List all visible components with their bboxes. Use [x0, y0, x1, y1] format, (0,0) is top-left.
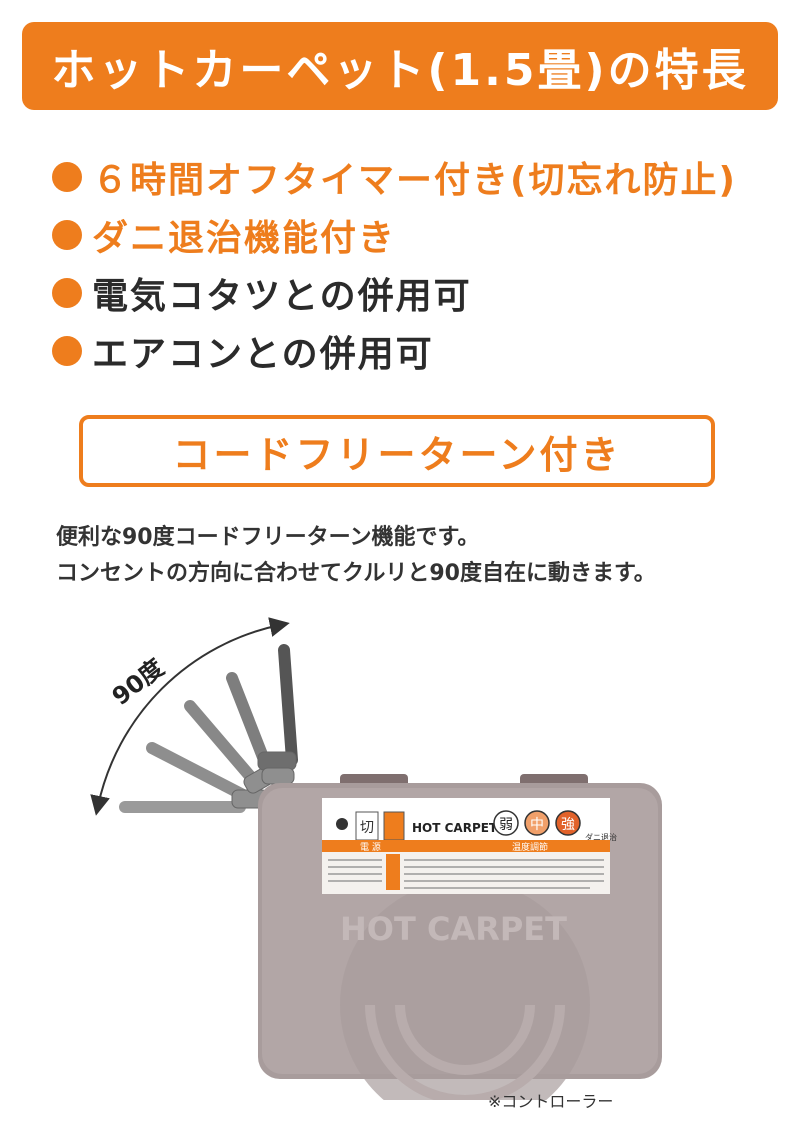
feature-item: ６時間オフタイマー付き(切忘れ防止) [52, 148, 737, 206]
feature-item: エアコンとの併用可 [52, 322, 737, 380]
bullet-icon [52, 162, 82, 192]
controller-diagram: 90度 HOT CARPET 切 HOT CARPET 弱 [90, 617, 662, 1100]
description-line: 便利な90度コードフリーターン機能です。 [56, 525, 480, 550]
level-mid-label: 中 [530, 817, 544, 833]
angle-label: 90度 [107, 653, 170, 711]
power-label: 電 源 [360, 842, 381, 853]
cord-position [184, 700, 261, 788]
cord-grommet [231, 751, 297, 809]
control-panel: 切 HOT CARPET 弱 中 強 ダニ退治 電 源 温度調節 [322, 798, 617, 894]
level-low-label: 弱 [499, 817, 513, 833]
description-line: コンセントの方向に合わせてクルリと90度自在に動きます。 [56, 561, 656, 586]
level-mid-button [524, 810, 550, 836]
feature-text: エアコンとの併用可 [92, 334, 434, 375]
level-high-label: 強 [561, 817, 575, 833]
watermark: HOT CARPET [340, 910, 567, 948]
warning-lines [328, 859, 604, 889]
feature-item: 電気コタツとの併用可 [52, 264, 737, 322]
description: 便利な90度コードフリーターン機能です。 コンセントの方向に合わせてクルリと90… [56, 520, 656, 592]
feature-text: ダニ退治機能付き [92, 218, 397, 259]
off-switch-label: 切 [360, 820, 374, 836]
page-title: ホットカーペット(1.5畳)の特長 [51, 45, 749, 96]
temp-label: 温度調節 [512, 841, 548, 853]
power-lamp-icon [336, 818, 348, 830]
bullet-icon [52, 278, 82, 308]
subheading-box: コードフリーターン付き [79, 415, 715, 487]
feature-item: ダニ退治機能付き [52, 206, 737, 264]
cord-positions [119, 644, 298, 813]
feature-text: 電気コタツとの併用可 [92, 276, 472, 317]
caption: ※コントローラー [488, 1092, 614, 1111]
panel-brand: HOT CARPET [412, 821, 498, 835]
warning-block [322, 852, 610, 894]
level-low-button [493, 810, 519, 836]
mite-label: ダニ退治 [585, 832, 617, 842]
level-high-button [555, 810, 581, 836]
on-switch [383, 811, 405, 841]
feature-list: ６時間オフタイマー付き(切忘れ防止) ダニ退治機能付き 電気コタツとの併用可 エ… [52, 148, 737, 380]
rotation-arc [90, 617, 290, 816]
cord-position [146, 742, 251, 802]
bullet-icon [52, 220, 82, 250]
bullet-icon [52, 336, 82, 366]
title-banner: ホットカーペット(1.5畳)の特長 [22, 22, 778, 110]
feature-text: ６時間オフタイマー付き(切忘れ防止) [92, 160, 737, 201]
cord-position [278, 644, 298, 766]
subheading: コードフリーターン付き [172, 432, 622, 477]
